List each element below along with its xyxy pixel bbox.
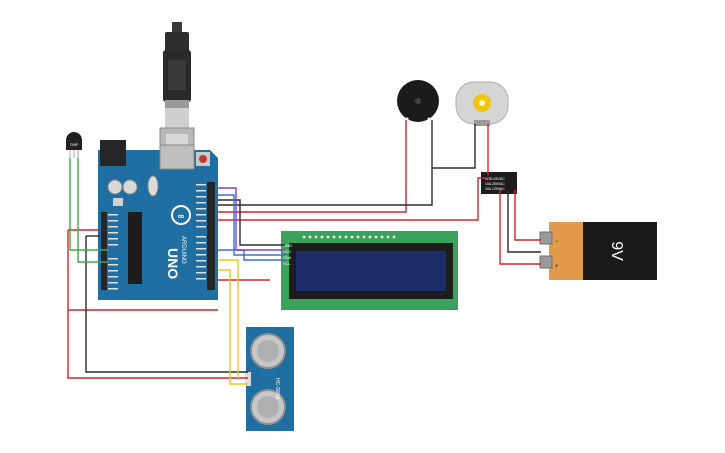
relay-text-2: 10A 250VAC [485,182,505,186]
lcd-display[interactable]: GND VCC SDA SCL [281,231,458,310]
wires-green [69,158,108,263]
wires-red [67,120,541,379]
svg-text:∞: ∞ [178,211,185,221]
wires-black [85,120,541,373]
wires-yellow [218,259,248,385]
temp-sensor-label: TMP [70,142,79,147]
9v-battery[interactable]: 9V − + [539,222,657,280]
battery-label: 9V [608,241,625,261]
wires-purple [218,187,285,251]
lcd-pin-vcc: VCC [283,249,292,254]
svg-text:−: − [555,239,559,245]
lcd-pin-sda: SDA [283,255,292,260]
relay-module[interactable]: SRD-05VDC 10A 250VAC 10A 125VAC [481,172,517,194]
dc-motor[interactable] [455,81,509,126]
temperature-sensor[interactable]: TMP [66,132,82,158]
arduino-brand-label: ARDUINO [180,236,186,264]
svg-text:+: + [555,264,559,270]
relay-text-3: 10A 125VAC [485,187,505,191]
arduino-uno-board[interactable]: ∞ ARDUINO UNO [98,140,218,300]
usb-cable[interactable] [159,22,195,165]
arduino-uno-logo: UNO [165,248,181,279]
wires-blue [218,194,285,261]
piezo-buzzer[interactable] [397,80,439,122]
lcd-pin-scl: SCL [283,261,292,266]
lcd-pin-gnd: GND [283,243,292,248]
sensor-model-label: HC-SR04 [274,378,280,400]
ultrasonic-sensor[interactable]: HC-SR04 [245,327,294,431]
relay-text-1: SRD-05VDC [485,177,505,181]
